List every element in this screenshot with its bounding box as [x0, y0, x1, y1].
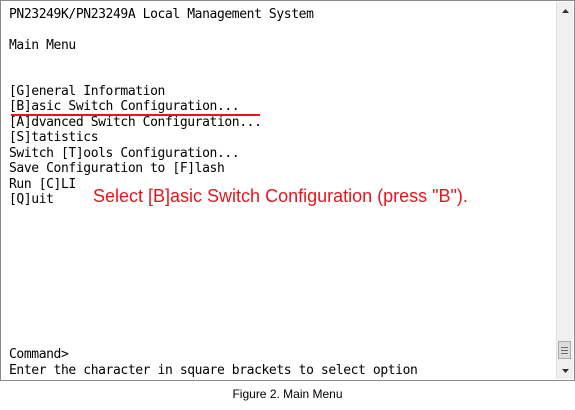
annotation-underline [11, 114, 260, 116]
menu-item-run-cli[interactable]: Run [C]LI [9, 177, 76, 192]
menu-item-general-information[interactable]: [G]eneral Information [9, 84, 165, 99]
scroll-thumb-grip-icon[interactable] [558, 341, 571, 359]
terminal-content[interactable]: PN23249K/PN23249A Local Management Syste… [1, 1, 558, 382]
vertical-scrollbar[interactable] [556, 2, 573, 379]
menu-item-save-configuration[interactable]: Save Configuration to [F]lash [9, 161, 225, 176]
figure-caption: Figure 2. Main Menu [232, 387, 343, 401]
help-text: Enter the character in square brackets t… [9, 363, 418, 378]
scroll-up-arrow-icon[interactable] [557, 2, 573, 19]
menu-item-statistics[interactable]: [S]tatistics [9, 130, 99, 145]
menu-item-basic-switch-configuration[interactable]: [B]asic Switch Configuration... [9, 99, 240, 114]
terminal-window[interactable]: PN23249K/PN23249A Local Management Syste… [0, 0, 575, 381]
command-prompt[interactable]: Command> [9, 347, 69, 362]
menu-title: Main Menu [9, 38, 76, 53]
menu-item-advanced-switch-configuration[interactable]: [A]dvanced Switch Configuration... [9, 115, 262, 130]
menu-item-switch-tools-configuration[interactable]: Switch [T]ools Configuration... [9, 146, 240, 161]
menu-item-quit[interactable]: [Q]uit [9, 192, 54, 207]
annotation-text: Select [B]asic Switch Configuration (pre… [93, 186, 468, 206]
header-title: PN23249K/PN23249A Local Management Syste… [9, 7, 314, 22]
scroll-down-arrow-icon[interactable] [557, 362, 573, 379]
